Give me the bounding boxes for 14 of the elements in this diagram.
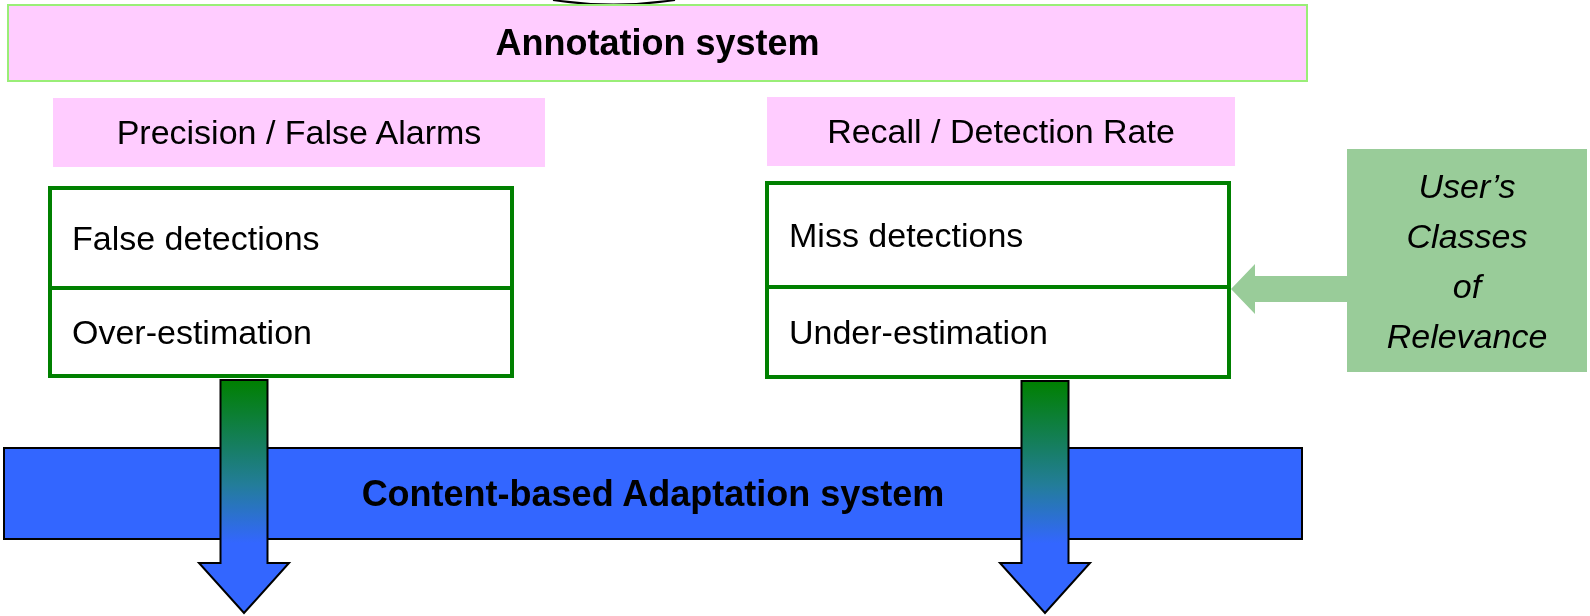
table-box [48,186,514,378]
metric-label: Recall / Detection Rate [767,97,1235,166]
table-row: Miss detections [769,185,1227,289]
block-arrow [997,380,1093,615]
block-arrow [196,379,292,615]
input-box: User’s Classes of Relevance [1347,149,1587,372]
block-arrow [1231,264,1347,314]
system-band: Annotation system [7,4,1308,82]
table-box [765,181,1231,379]
table-row: Over-estimation [52,290,510,374]
table-row: Under-estimation [769,289,1227,375]
table-row: False detections [52,190,510,290]
system-band: Content-based Adaptation system [3,447,1303,540]
metric-label: Precision / False Alarms [53,98,545,167]
